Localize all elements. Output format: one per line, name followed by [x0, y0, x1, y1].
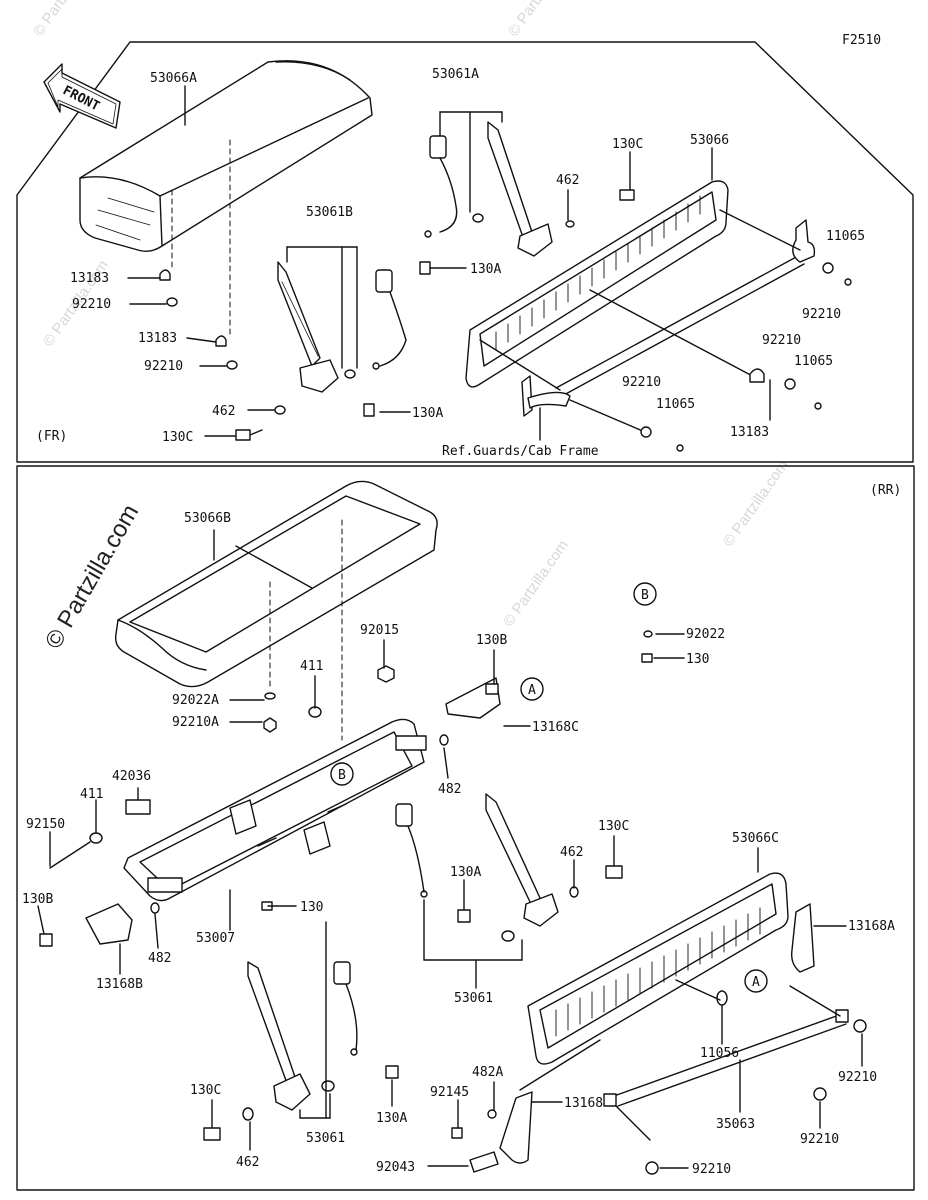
ref-note: Ref.Guards/Cab Frame	[442, 444, 599, 459]
part-11065-a: 11065	[826, 229, 865, 244]
part-482-a: 482	[438, 782, 461, 797]
part-13168: 13168	[564, 1096, 603, 1111]
part-92210A: 92210A	[172, 715, 219, 730]
part-462-low: 462	[212, 404, 235, 419]
part-130A-low: 130A	[412, 406, 443, 421]
part-13183-c: 13183	[730, 425, 769, 440]
hardware-front	[159, 189, 852, 452]
seat-belt-53061-upper	[395, 793, 559, 942]
part-53066C: 53066C	[732, 831, 779, 846]
part-11065-b: 11065	[794, 354, 833, 369]
section-label-rr: (RR)	[870, 483, 901, 498]
part-462-b: 462	[236, 1155, 259, 1170]
part-130A-top: 130A	[470, 262, 501, 277]
part-130C-a: 130C	[598, 819, 629, 834]
part-130C-top: 130C	[612, 137, 643, 152]
part-482A: 482A	[472, 1065, 503, 1080]
backrest-53066	[465, 180, 729, 388]
front-section-border	[16, 41, 914, 463]
callout-a-label: A	[752, 975, 760, 990]
part-411-a: 411	[300, 659, 323, 674]
seat-belt-53061B	[277, 261, 407, 393]
part-53061A: 53061A	[432, 67, 479, 82]
part-92210-c-rear: 92210	[692, 1162, 731, 1177]
figure-code: F2510	[842, 33, 881, 48]
part-411-b: 411	[80, 787, 103, 802]
part-13183-a: 13183	[70, 271, 109, 286]
section-label-fr: (FR)	[36, 429, 67, 444]
part-53007: 53007	[196, 931, 235, 946]
part-53061-b: 53061	[306, 1131, 345, 1146]
part-92210-a: 92210	[802, 307, 841, 322]
part-92210-e: 92210	[622, 375, 661, 390]
seat-frame-53007	[123, 718, 427, 902]
part-53061-a: 53061	[454, 991, 493, 1006]
part-130A-b: 130A	[376, 1111, 407, 1126]
part-130A-a: 130A	[450, 865, 481, 880]
part-42036: 42036	[112, 769, 151, 784]
part-130-c: 130	[300, 900, 323, 915]
part-92015: 92015	[360, 623, 399, 638]
seat-cushion-53066B	[114, 480, 438, 688]
part-92210-d: 92210	[144, 359, 183, 374]
bracket-13168B	[85, 903, 133, 945]
part-92022A: 92022A	[172, 693, 219, 708]
part-130C-low: 130C	[162, 430, 193, 445]
part-11065-c: 11065	[656, 397, 695, 412]
part-462-top: 462	[556, 173, 579, 188]
part-92043: 92043	[376, 1160, 415, 1175]
callout-b-2	[633, 582, 657, 606]
part-13168C: 13168C	[532, 720, 579, 735]
part-53066A: 53066A	[150, 71, 197, 86]
rear-section-border	[16, 465, 915, 1191]
callout-a-1	[520, 677, 544, 701]
seat-cushion-53066A	[79, 60, 373, 253]
part-130B-b: 130B	[22, 892, 53, 907]
callout-b-label: B	[641, 588, 649, 603]
part-92210-a-rear: 92210	[838, 1070, 877, 1085]
part-13168B: 13168B	[96, 977, 143, 992]
callout-b-label: B	[338, 768, 346, 783]
part-53061B: 53061B	[306, 205, 353, 220]
front-arrow-icon	[43, 63, 121, 129]
part-13168A: 13168A	[848, 919, 895, 934]
part-92150: 92150	[26, 817, 65, 832]
part-35063: 35063	[716, 1117, 755, 1132]
part-130C-b: 130C	[190, 1083, 221, 1098]
part-92022: 92022	[686, 627, 725, 642]
part-130-r: 130	[686, 652, 709, 667]
bracket-13168	[499, 1091, 533, 1164]
seat-belt-53061-lower	[247, 961, 358, 1111]
part-53066B: 53066B	[184, 511, 231, 526]
part-482-b: 482	[148, 951, 171, 966]
bar-35063	[603, 1009, 849, 1107]
callout-a-2	[744, 969, 768, 993]
part-462-a: 462	[560, 845, 583, 860]
part-130B-a: 130B	[476, 633, 507, 648]
part-92210-b-rear: 92210	[800, 1132, 839, 1147]
callout-b-1	[330, 762, 354, 786]
guard-bar	[521, 219, 816, 417]
part-11056: 11056	[700, 1046, 739, 1061]
backrest-53066C	[527, 872, 789, 1065]
part-92210-b: 92210	[762, 333, 801, 348]
seat-belt-53061A	[424, 121, 553, 257]
part-92210-c: 92210	[72, 297, 111, 312]
bracket-13168A	[790, 903, 815, 973]
part-92145: 92145	[430, 1085, 469, 1100]
callout-a-label: A	[528, 683, 536, 698]
part-13183-b: 13183	[138, 331, 177, 346]
part-53066: 53066	[690, 133, 729, 148]
